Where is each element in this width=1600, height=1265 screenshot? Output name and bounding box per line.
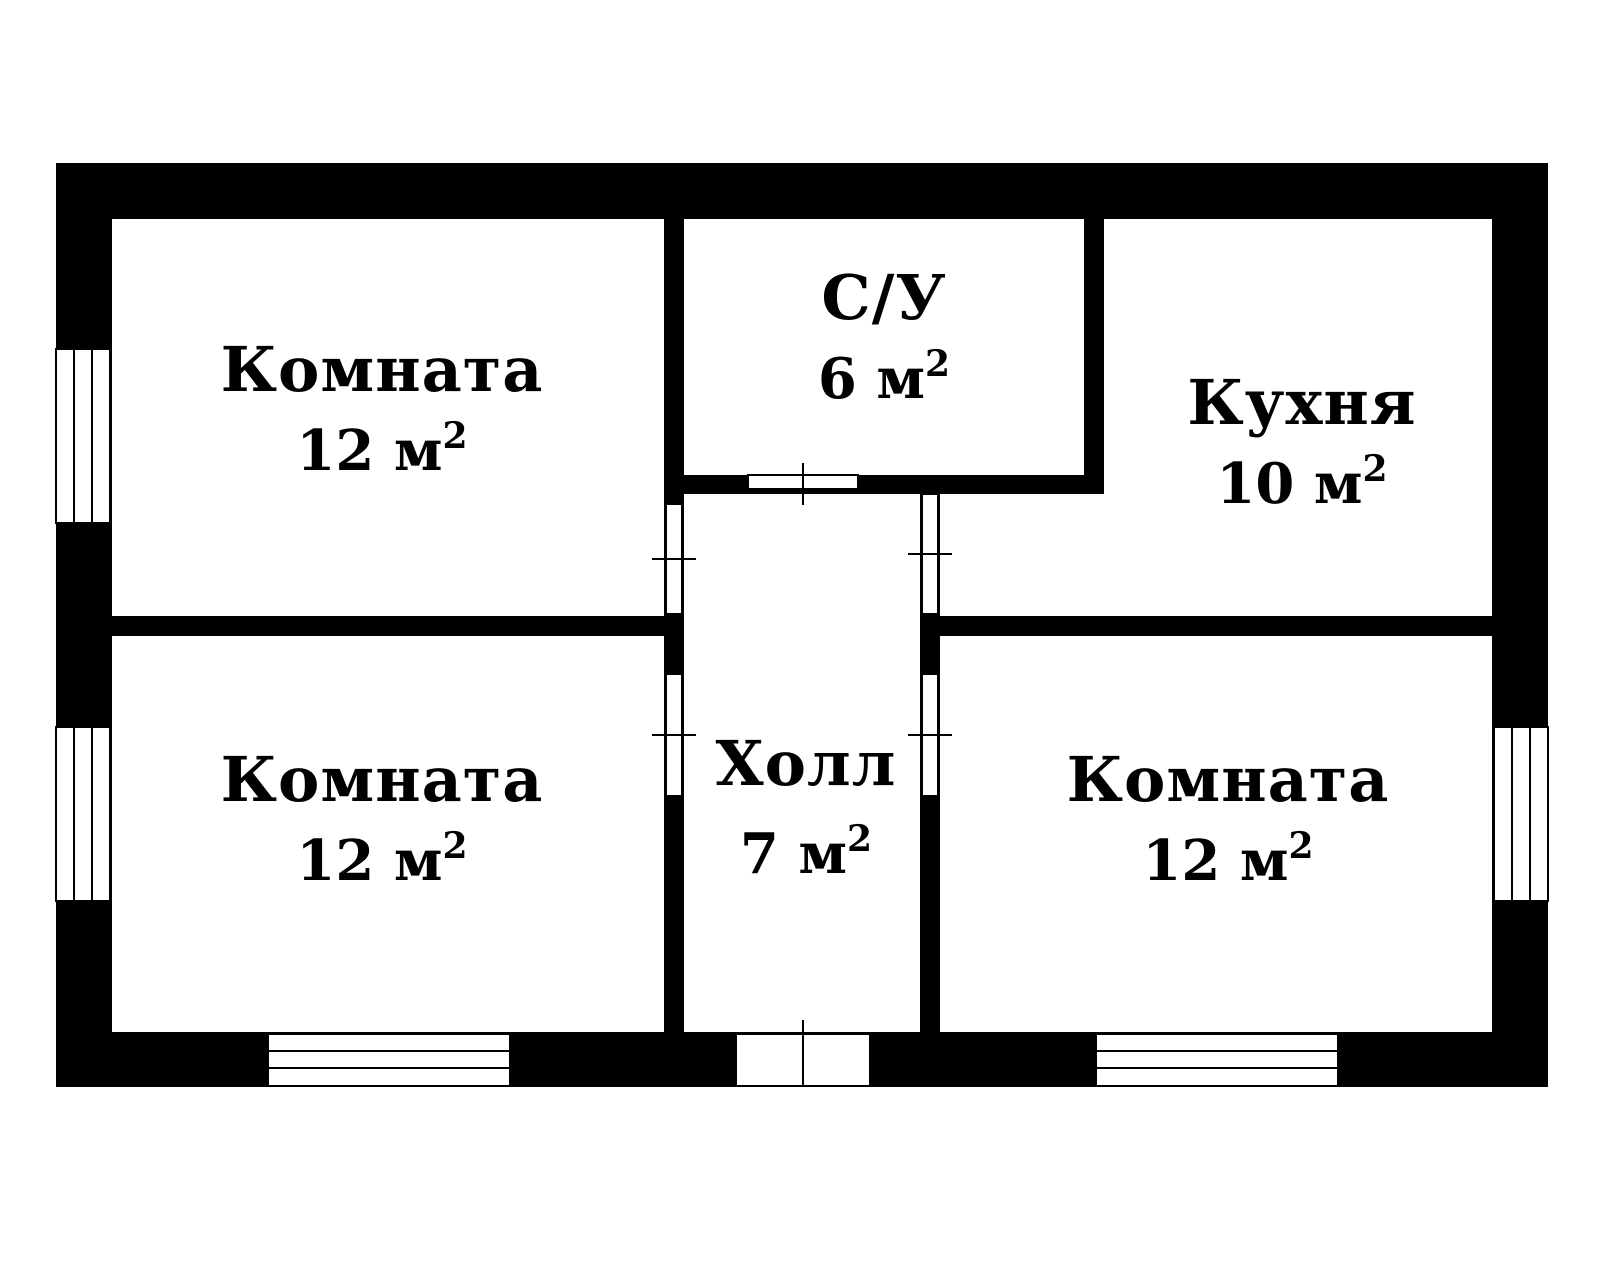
door-kitchen — [908, 493, 952, 615]
label-room-bottom-right: Комната 12 м2 — [1067, 743, 1390, 894]
window-left-top — [55, 348, 111, 524]
room-name: С/У — [821, 261, 946, 334]
room-name: Кухня — [1187, 366, 1416, 439]
room-name: Комната — [221, 743, 544, 816]
window-right — [1493, 726, 1549, 902]
floor-room-top-left — [112, 219, 664, 616]
label-bathroom: С/У 6 м2 — [818, 261, 950, 412]
room-area: 7 м2 — [740, 818, 872, 887]
entrance-door — [735, 1020, 871, 1087]
floor-kitchen — [940, 219, 1492, 616]
window-left-bottom — [55, 726, 111, 902]
room-name: Комната — [221, 333, 544, 406]
door-room-bottom-left — [652, 673, 696, 797]
room-area: 12 м2 — [296, 825, 467, 894]
window-bottom-right — [1095, 1033, 1339, 1087]
floor-bathroom — [684, 219, 1084, 475]
room-area: 6 м2 — [818, 343, 950, 412]
room-name: Холл — [716, 727, 897, 800]
room-area: 10 м2 — [1216, 448, 1387, 517]
room-area: 12 м2 — [1142, 825, 1313, 894]
door-room-bottom-right — [908, 673, 952, 797]
label-kitchen: Кухня 10 м2 — [1187, 366, 1416, 517]
floor-hall — [684, 494, 920, 1032]
room-name: Комната — [1067, 743, 1390, 816]
label-room-bottom-left: Комната 12 м2 — [221, 743, 544, 894]
floor-room-bottom-left — [112, 636, 664, 1032]
window-bottom-left — [267, 1033, 511, 1087]
door-bathroom — [747, 463, 859, 505]
label-hall: Холл 7 м2 — [716, 727, 897, 887]
label-room-top-left: Комната 12 м2 — [221, 333, 544, 484]
door-room-top-left — [652, 503, 696, 615]
floor-room-bottom-right — [940, 636, 1492, 1032]
room-area: 12 м2 — [296, 415, 467, 484]
